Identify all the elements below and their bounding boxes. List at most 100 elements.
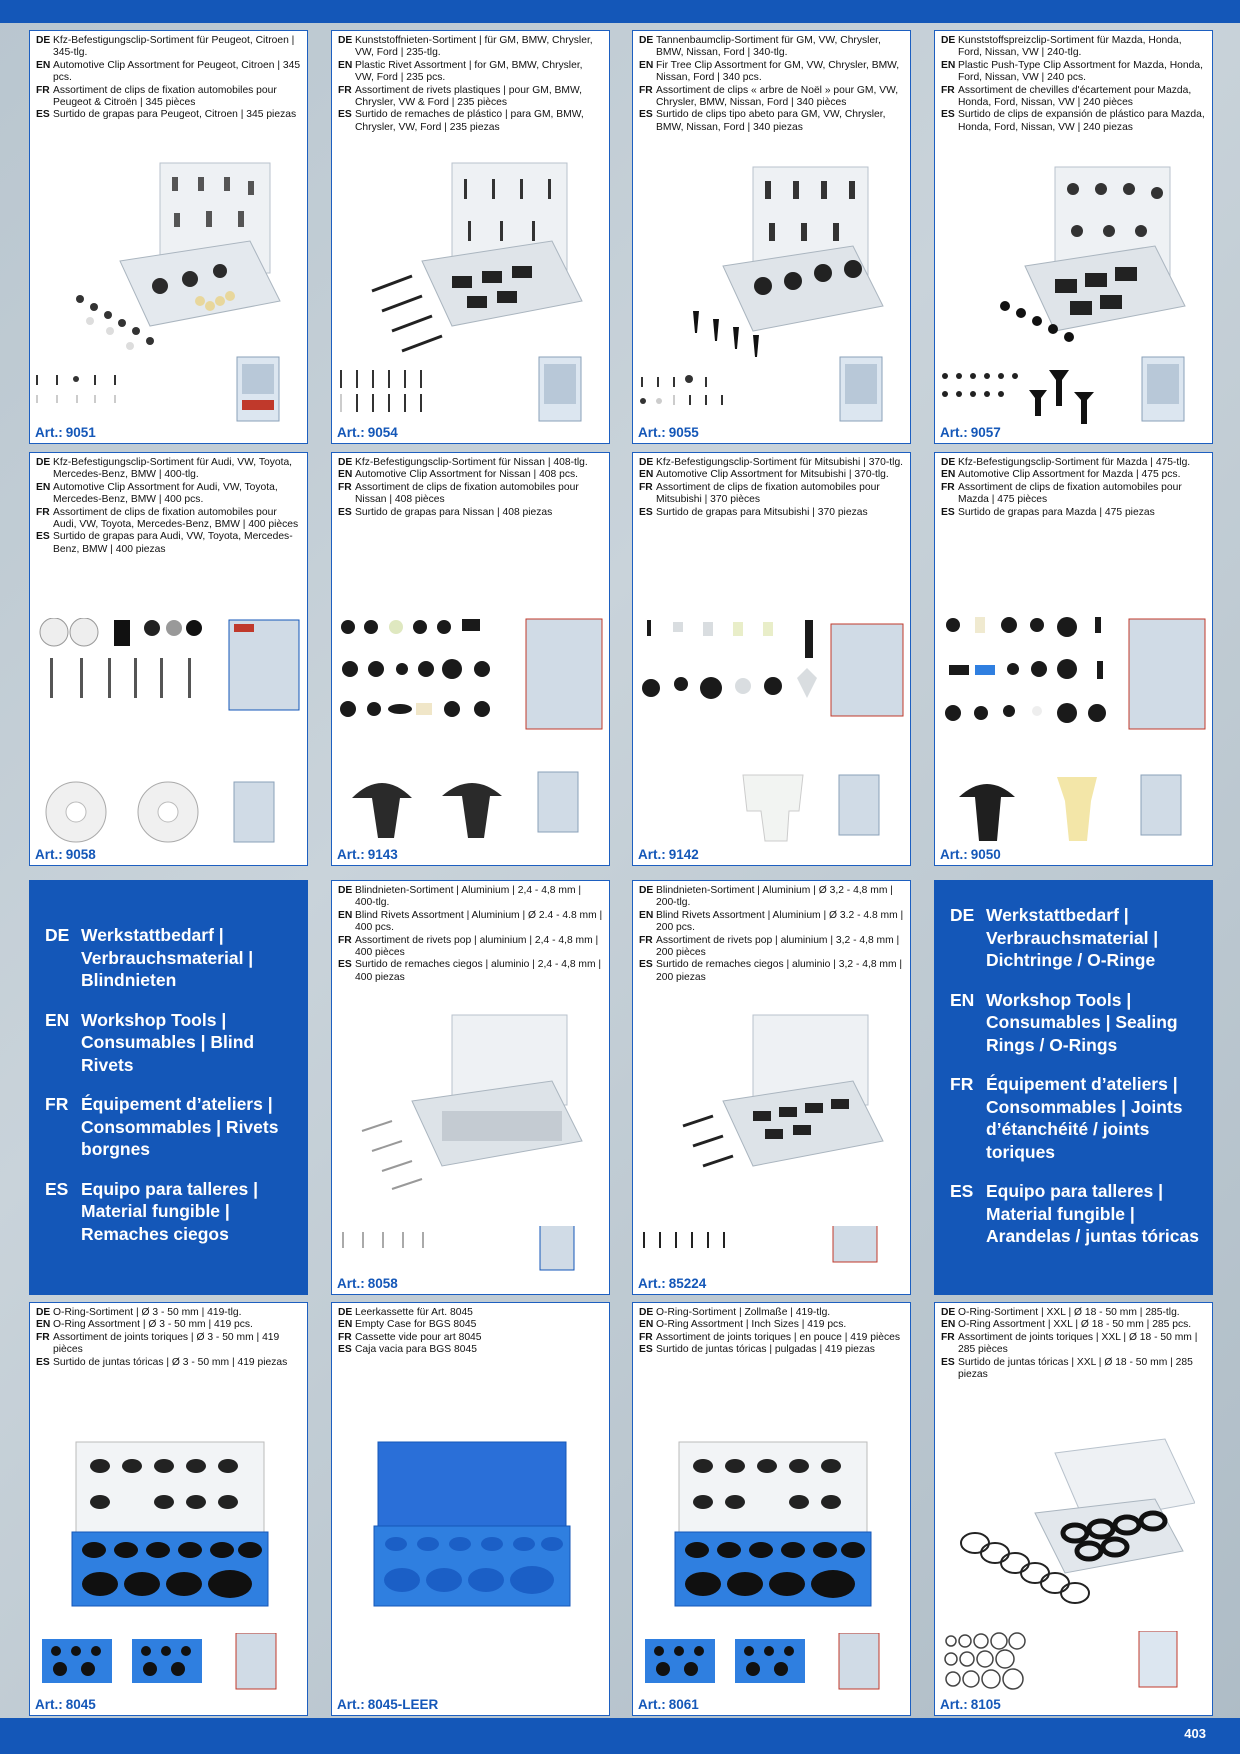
lang-code: FR (338, 934, 352, 946)
art-label: Art.: (35, 1697, 63, 1712)
article-number: Art.:9058 (35, 847, 96, 862)
desc-text: Surtido de grapas para Audi, VW, Toyota,… (53, 531, 293, 555)
panel-lang-code: EN (950, 989, 975, 1010)
desc-text: Caja vacia para BGS 8045 (355, 1344, 477, 1356)
desc-text: Kfz-Befestigungsclip-Sortiment für Peuge… (53, 35, 295, 59)
desc-text: Surtido de grapas para Mitsubishi | 370 … (656, 506, 868, 518)
article-number: Art.:9142 (638, 847, 699, 862)
art-label: Art.: (337, 425, 365, 440)
lang-code: ES (941, 506, 955, 518)
product-packaging-thumbnail (1141, 356, 1185, 422)
panel-lang-code: FR (45, 1094, 69, 1114)
lang-code: FR (941, 1331, 955, 1343)
article-number: Art.:9057 (940, 425, 1001, 440)
article-number: Art.:8105 (940, 1697, 1001, 1712)
lang-code: ES (36, 109, 50, 121)
desc-text: Leerkassette für Art. 8045 (355, 1307, 473, 1318)
art-value: 8058 (367, 1276, 398, 1291)
lang-code: EN (639, 469, 654, 481)
art-label: Art.: (35, 425, 63, 440)
lang-code: ES (338, 959, 352, 971)
product-contents-icons (340, 370, 422, 412)
desc-text: Blind Rivets Assortment | Aluminium | Ø … (355, 909, 603, 934)
desc-text: Surtido de juntas tóricas | XXL | Ø 18 -… (958, 1356, 1193, 1381)
product-contents-icons (36, 375, 116, 403)
lang-code: EN (338, 909, 353, 921)
art-value: 8045-LEER (367, 1697, 439, 1712)
lang-code: DE (338, 885, 353, 896)
art-label: Art.: (337, 1697, 365, 1712)
product-contents-icons (352, 771, 579, 838)
desc-text: O-Ring-Sortiment | XXL | Ø 18 - 50 mm | … (958, 1307, 1180, 1318)
article-number: Art.:9143 (337, 847, 398, 862)
desc-text: Assortiment de rivets pop | aluminium | … (355, 934, 599, 959)
product-contents-icons (643, 1226, 878, 1263)
art-value: 9055 (668, 425, 699, 440)
lang-code: FR (639, 934, 653, 946)
panel-lang-code: ES (950, 1181, 974, 1201)
lang-code: EN (36, 1319, 51, 1331)
desc-text: Automotive Clip Assortment for Peugeot, … (53, 59, 301, 84)
desc-text: Blindnieten-Sortiment | Aluminium | 2,4 … (355, 885, 582, 909)
lang-code: ES (36, 531, 50, 543)
art-value: 8045 (65, 1697, 96, 1712)
art-label: Art.: (940, 1697, 968, 1712)
desc-text: Surtido de grapas para Mazda | 475 pieza… (958, 506, 1155, 518)
desc-text: Assortiment de joints toriques | XXL | Ø… (958, 1331, 1198, 1356)
lang-code: ES (639, 1344, 653, 1356)
panel-lang-code: ES (45, 1178, 69, 1199)
desc-text: Assortiment de clips de fixation automob… (53, 84, 277, 109)
desc-text: O-Ring Assortment | XXL | Ø 18 - 50 mm |… (958, 1319, 1192, 1331)
desc-text: Assortiment de chevilles d'écartement po… (958, 84, 1192, 109)
art-label: Art.: (940, 847, 968, 862)
desc-text: O-Ring Assortment | Ø 3 - 50 mm | 419 pc… (53, 1319, 253, 1331)
product-contents-icons (944, 1631, 1178, 1690)
lang-code: FR (338, 1331, 352, 1343)
desc-text: O-Ring-Sortiment | Ø 3 - 50 mm | 419-tlg… (53, 1307, 242, 1318)
article-number: Art.:9054 (337, 425, 398, 440)
page-number: 403 (1184, 1726, 1206, 1741)
product-image-xxl-o-ring-case (960, 1438, 1195, 1604)
article-number: Art.:8061 (638, 1697, 699, 1712)
product-image-rivet-case (371, 162, 583, 353)
art-value: 8105 (970, 1697, 1001, 1712)
lang-code: ES (941, 109, 955, 121)
lang-code: DE (639, 885, 654, 896)
art-value: 85224 (668, 1276, 707, 1291)
desc-text: Cassette vide pour art 8045 (355, 1331, 482, 1343)
product-image-clip-assortment (39, 618, 300, 711)
product-contents-icons (45, 781, 275, 843)
product-image-o-ring-case (71, 1441, 269, 1607)
art-value: 9054 (367, 425, 398, 440)
desc-text: Kunststoffnieten-Sortiment | für GM, BMW… (355, 35, 593, 59)
lang-code: EN (36, 481, 51, 493)
lang-code: EN (941, 59, 956, 71)
lang-code: DE (941, 1307, 956, 1318)
lang-code: EN (338, 469, 353, 481)
article-number: Art.:9050 (940, 847, 1001, 862)
product-image-nissan-clips (340, 618, 603, 730)
lang-code: DE (36, 457, 51, 468)
art-label: Art.: (337, 847, 365, 862)
